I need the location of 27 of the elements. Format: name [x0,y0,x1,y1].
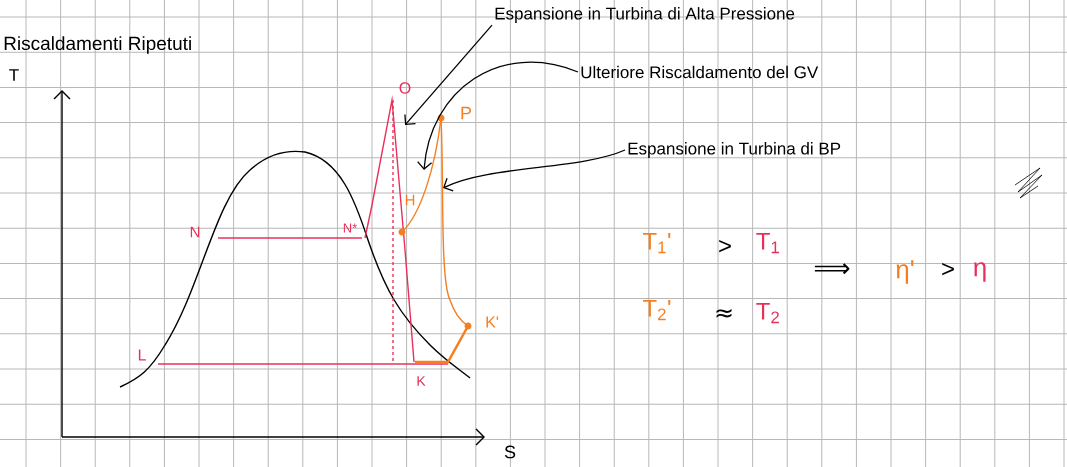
point-label: O [399,82,411,94]
formula-text: T$_{2}$' [643,299,671,321]
formula-text: ≈ [716,309,732,318]
point-label: P [461,106,472,120]
point-label: H [405,194,415,206]
annotation-text: Espansione in Turbina di BP [628,142,841,158]
annotation-text: Espansione in Turbina di Alta Pressione [495,7,795,23]
formula-text: ⟹ [814,263,850,275]
formula-text: T$_{2}$ [756,302,779,324]
formula-text: T$_{1}$ [756,232,779,254]
annotation-text: Ulteriore Riscaldamento del GV [581,65,819,79]
point-label: K [417,376,426,386]
formula-text: T$_{1}$' [643,232,671,254]
axis-label: S [504,445,516,459]
point-label: L [138,349,146,361]
formula-text: > [942,263,954,276]
formula-text: η' [896,260,914,284]
axis-label: T [9,69,19,81]
leader-arrow [416,61,579,170]
point-label: N* [343,223,358,233]
title: Riscaldamenti Ripetuti [4,36,191,54]
formula-text: > [719,240,731,253]
leader-arrow [404,24,493,125]
point-label: N [190,226,200,238]
point-label: K' [486,316,499,328]
formula-text: η [974,262,986,282]
leader-arrow [443,149,626,192]
